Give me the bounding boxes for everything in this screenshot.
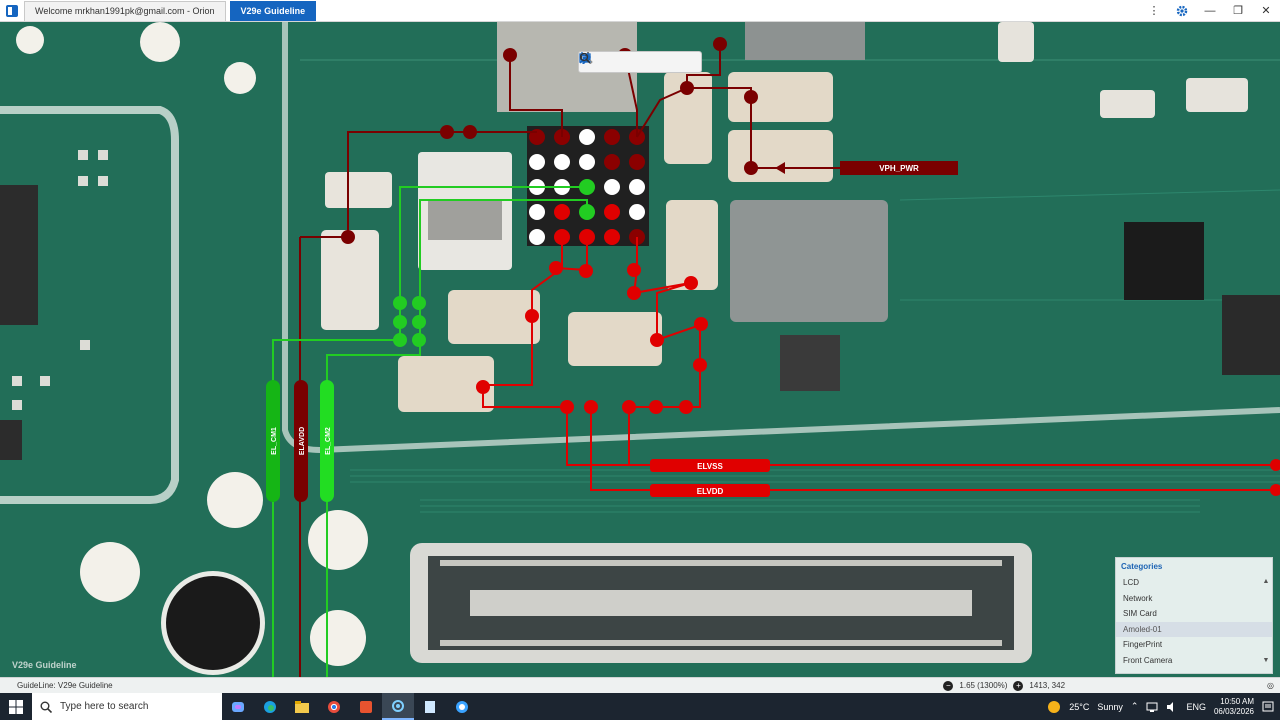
zoom-icon[interactable] <box>579 52 695 70</box>
language-indicator[interactable]: ENG <box>1186 701 1206 712</box>
category-item-network[interactable]: Network <box>1123 593 1153 603</box>
fit-screen-icon[interactable] <box>579 53 649 70</box>
volume-icon[interactable] <box>1166 701 1178 713</box>
net-label-el-cm1[interactable]: EL_CM1 <box>271 427 278 455</box>
start-button[interactable] <box>0 693 32 720</box>
more-menu-button[interactable]: ⋮ <box>1148 5 1160 17</box>
category-item-lcd[interactable]: LCD <box>1123 578 1140 587</box>
categories-panel: Categories LCD Network SIM Card Amoled-0… <box>1115 557 1273 674</box>
windows-taskbar: Type here to search 25°C Sunny ⌃ ENG 10:… <box>0 693 1280 720</box>
net-label-el-cm2[interactable]: EL_CM2 <box>325 427 332 455</box>
status-bar: GuideLine: V29e Guideline − 1.65 (1300%)… <box>0 677 1280 693</box>
category-item-amoled-01[interactable]: Amoled-01 <box>1116 621 1272 637</box>
weather-temp[interactable]: 25°C <box>1069 701 1090 712</box>
file-explorer-icon[interactable] <box>286 693 318 720</box>
scroll-up-icon[interactable]: ▲ <box>1262 578 1270 585</box>
weather-text[interactable]: Sunny <box>1097 701 1123 712</box>
app-red-icon[interactable] <box>350 693 382 720</box>
board-canvas[interactable]: EL_CM1 ELAVDD EL_CM2 VPH_PWR ELVSS ELVDD… <box>0 22 1280 677</box>
search-placeholder: Type here to search <box>60 701 149 712</box>
clock-time: 10:50 AM <box>1220 696 1254 706</box>
zoom-level: 1.65 (1300%) <box>959 681 1008 690</box>
title-bar: Welcome mrkhan1991pk@gmail.com - Orion V… <box>0 0 1280 22</box>
search-app-icon[interactable] <box>446 693 478 720</box>
copilot-icon[interactable] <box>222 693 254 720</box>
search-icon <box>40 701 52 713</box>
zoom-in-button[interactable]: + <box>1013 680 1024 691</box>
categories-title: Categories <box>1121 562 1163 571</box>
pen-icon[interactable] <box>579 53 672 70</box>
tab-guideline[interactable]: V29e Guideline <box>229 0 317 21</box>
watermark-text: V29e Guideline <box>12 660 77 670</box>
cursor-coordinates: 1413, 342 <box>1029 681 1066 690</box>
windows-logo-icon <box>9 699 23 714</box>
rotate-right-icon[interactable] <box>580 52 626 70</box>
clock-date: 06/03/2026 <box>1213 706 1254 716</box>
net-label-elvdd[interactable]: ELVDD <box>697 487 724 496</box>
restore-button[interactable]: ❐ <box>1233 5 1243 17</box>
clock[interactable]: 10:50 AM 06/03/2026 <box>1214 697 1254 717</box>
net-label-elavdd[interactable]: ELAVDD <box>299 427 306 455</box>
tab-welcome[interactable]: Welcome mrkhan1991pk@gmail.com - Orion <box>24 0 226 21</box>
edge-browser-icon[interactable] <box>254 693 286 720</box>
tray-chevron-icon[interactable]: ⌃ <box>1130 701 1139 711</box>
system-tray: 25°C Sunny ⌃ ENG 10:50 AM 06/03/2026 <box>1047 693 1280 720</box>
category-item-fingerprint[interactable]: FingerPrint <box>1123 640 1163 649</box>
category-item-sim-card[interactable]: SIM Card <box>1123 609 1157 618</box>
orion-app-icon[interactable] <box>382 693 414 720</box>
net-label-vph-pwr[interactable]: VPH_PWR <box>879 164 919 173</box>
scroll-down-icon[interactable]: ▼ <box>1262 657 1270 664</box>
network-icon[interactable] <box>1146 701 1158 713</box>
view-toolbar <box>578 51 702 73</box>
zoom-out-button[interactable]: − <box>943 680 954 691</box>
chrome-icon[interactable] <box>318 693 350 720</box>
weather-sun-icon[interactable] <box>1047 700 1061 714</box>
taskbar-search[interactable]: Type here to search <box>32 693 222 720</box>
notifications-icon[interactable] <box>1262 701 1274 713</box>
close-button[interactable]: ✕ <box>1261 5 1271 17</box>
notes-app-icon[interactable] <box>414 693 446 720</box>
settings-gear-icon[interactable] <box>1168 0 1196 22</box>
app-logo-icon[interactable] <box>4 3 20 19</box>
guideline-status: GuideLine: V29e Guideline <box>17 681 113 690</box>
net-label-elvss[interactable]: ELVSS <box>697 462 723 471</box>
categories-scrollbar[interactable]: ▲ ▼ <box>1262 578 1270 664</box>
minimize-button[interactable]: — <box>1204 4 1216 17</box>
pcb-diagram: EL_CM1 ELAVDD EL_CM2 VPH_PWR ELVSS ELVDD… <box>0 22 1280 677</box>
category-item-front-camera[interactable]: Front Camera <box>1123 655 1173 665</box>
status-settings-icon[interactable]: ◎ <box>1267 681 1274 690</box>
